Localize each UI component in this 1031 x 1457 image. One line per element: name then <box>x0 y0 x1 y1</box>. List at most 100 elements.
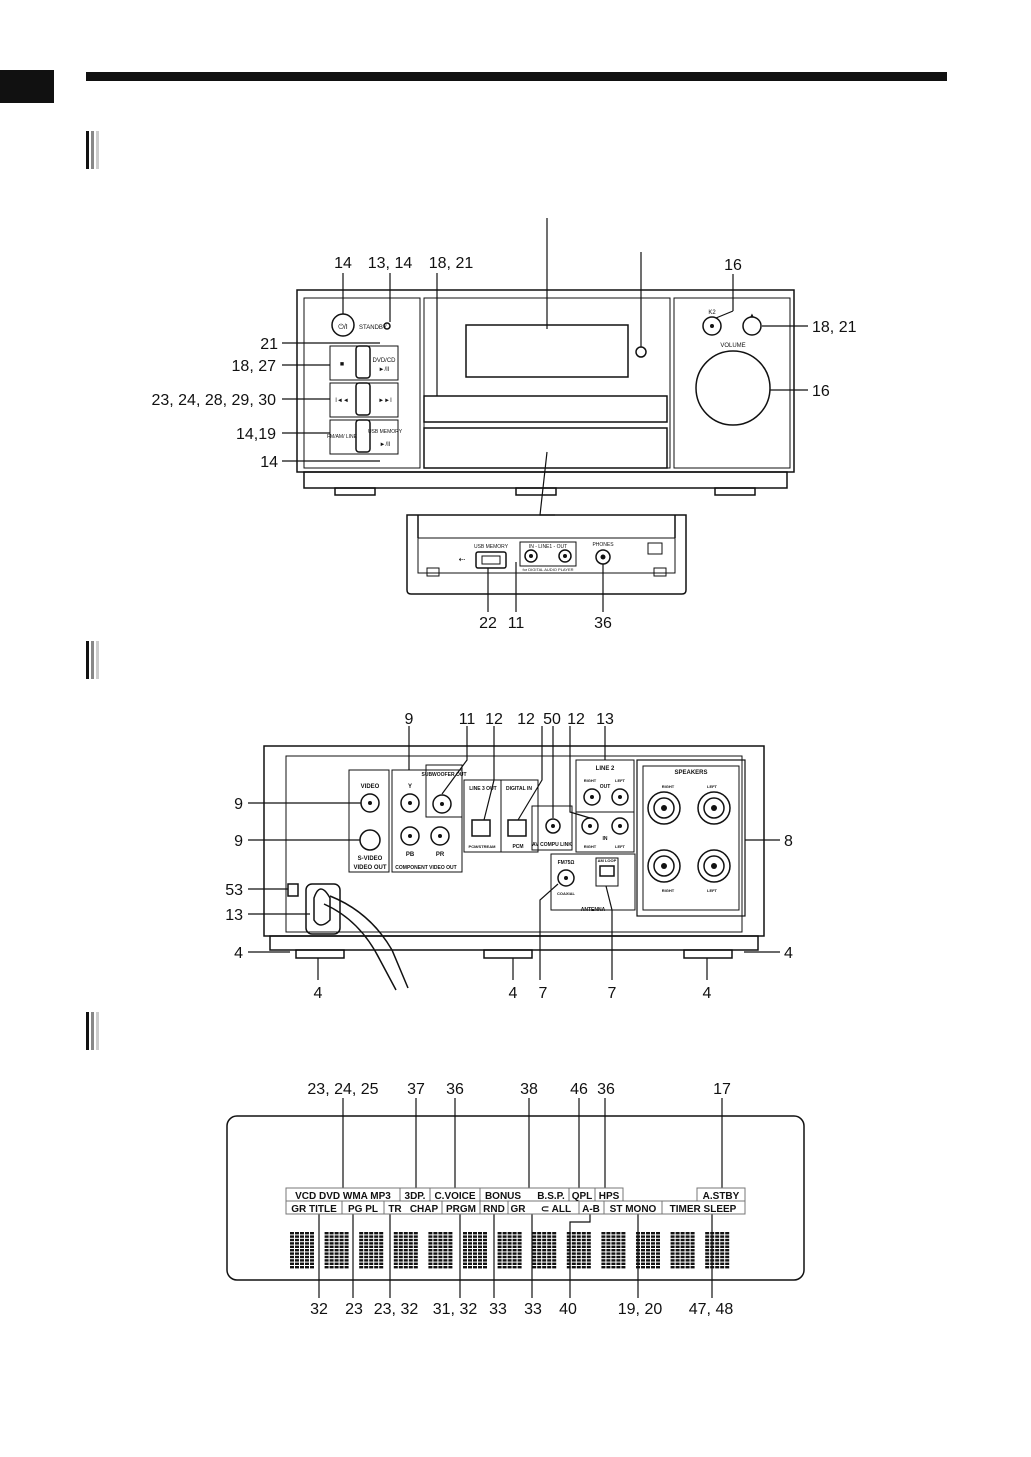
indicator-formats: VCD DVD WMA MP3 <box>295 1191 391 1202</box>
dot-matrix-cell <box>705 1232 730 1269</box>
indicator-cvoice: C.VOICE <box>434 1191 475 1202</box>
dvdcd-label: DVD/CD <box>372 358 396 364</box>
usb-memory-front-label: USB MEMORY <box>368 429 403 435</box>
callout-foot-1: 4 <box>314 985 323 1002</box>
callout-foot-2: 4 <box>509 985 518 1002</box>
page-corner-tab <box>0 70 54 103</box>
component-pr-jack <box>430 826 450 846</box>
fm75-label: FM75Ω <box>558 860 575 866</box>
callout-rnd: 33 <box>489 1301 507 1318</box>
next-symbol: ►►I <box>378 398 392 404</box>
indicator-qpl: QPL <box>572 1191 593 1202</box>
am-loop-terminal <box>599 865 615 877</box>
fm-antenna-jack <box>557 869 575 887</box>
indicator-a-b: A-B <box>582 1204 600 1215</box>
indicator-3dp: 3DP. <box>405 1191 426 1202</box>
y-label: Y <box>408 784 412 790</box>
skip-rocker <box>355 382 371 416</box>
volume-knob <box>695 350 771 426</box>
callout-fan: 53 <box>225 882 243 899</box>
pcm-stream-label: PCM/STREAM <box>469 844 497 849</box>
dot-matrix-cell <box>393 1232 418 1269</box>
dot-matrix-cell <box>324 1232 349 1269</box>
callout-subwoofer: 11 <box>459 711 476 728</box>
speaker-left-bottom-label: LEFT <box>707 888 718 893</box>
pcm-label: PCM <box>512 844 523 850</box>
volume-label: VOLUME <box>720 343 745 349</box>
callout-line2-out: 13 <box>596 711 614 728</box>
line2-label: LINE 2 <box>596 766 615 772</box>
indicator-chap: CHAP <box>410 1204 439 1215</box>
section-marker-display <box>86 1012 100 1050</box>
am-loop-label: AM LOOP <box>598 858 617 863</box>
dot-matrix-cell <box>463 1232 487 1269</box>
dot-matrix-cell <box>566 1232 591 1269</box>
dot-matrix-characters <box>290 1232 730 1269</box>
speaker-left-minus <box>697 849 731 883</box>
s-video-label: S-VIDEO <box>358 856 383 862</box>
callout-tr-chap: 23, 32 <box>374 1301 419 1318</box>
callout-k2: 16 <box>724 257 742 274</box>
subwoofer-out-jack <box>432 794 452 814</box>
callout-foot-3: 4 <box>703 985 712 1002</box>
indicator-gr: GR <box>511 1204 527 1215</box>
section-marker-front <box>86 131 100 169</box>
line3-digital-out <box>471 819 491 837</box>
line3-out-label: LINE 3 OUT <box>469 786 497 792</box>
indicator-st-mono: ST MONO <box>610 1204 657 1215</box>
usb-port <box>475 551 507 569</box>
callout-timer-sleep: 47, 48 <box>689 1301 734 1318</box>
callout-fm: 7 <box>539 985 548 1002</box>
stop-symbol: ■ <box>340 361 344 368</box>
callout-power: 14 <box>334 255 352 272</box>
callout-s-video: 9 <box>234 833 243 850</box>
callout-foot-left: 4 <box>234 945 243 962</box>
rear-panel-diagram: VIDEO S-VIDEO VIDEO OUT Y PB PR COMPONEN… <box>225 711 793 1002</box>
callout-line2-in: 12 <box>567 711 585 728</box>
callout-composite: 9 <box>234 796 243 813</box>
callout-st-mono: 19, 20 <box>618 1301 663 1318</box>
callout-astby: 17 <box>713 1081 731 1098</box>
component-label: COMPONENT VIDEO OUT <box>395 865 456 871</box>
speaker-right-plus <box>647 791 681 825</box>
dot-matrix-cell <box>532 1232 557 1269</box>
callout-a-b: 40 <box>559 1301 577 1318</box>
coaxial-label: COAXIAL <box>557 891 576 896</box>
header-rule <box>86 72 947 81</box>
remote-sensor <box>635 346 647 358</box>
dot-matrix-cell <box>497 1232 522 1269</box>
speaker-left-plus <box>697 791 731 825</box>
usb-memory-label: USB MEMORY <box>474 544 509 550</box>
k2-label: K2 <box>708 310 716 316</box>
standby-label: STANDBY <box>359 325 387 331</box>
front-cover-open-view <box>406 514 687 595</box>
callout-repeat: 33 <box>524 1301 542 1318</box>
component-y-jack <box>400 793 420 813</box>
callout-cvoice: 36 <box>446 1081 464 1098</box>
line2-in-left-label: LEFT <box>615 844 626 849</box>
video-out-label: VIDEO OUT <box>353 865 386 871</box>
indicator-repeat-all: ⊂ ALL <box>541 1204 571 1215</box>
callout-volume: 16 <box>812 383 830 400</box>
callout-source: 14,19 <box>236 426 276 443</box>
callout-power-cord: 13 <box>225 907 243 924</box>
dvdcd-play-symbol: ►/II <box>379 367 390 373</box>
speaker-right-minus <box>647 849 681 883</box>
line2-in-right-label: RIGHT <box>584 844 597 849</box>
prev-symbol: I◄◄ <box>335 398 349 404</box>
indicator-bonus: BONUS <box>485 1191 521 1202</box>
callout-pg-pl: 23 <box>345 1301 363 1318</box>
indicator-pg-pl: PG PL <box>348 1204 378 1215</box>
indicator-hps: HPS <box>599 1191 620 1202</box>
front-display-window <box>465 324 629 378</box>
s-video-jack <box>359 829 381 851</box>
pr-label: PR <box>436 852 445 858</box>
dot-matrix-cell <box>359 1232 384 1269</box>
usb-icon: ⇠ <box>459 555 466 564</box>
callout-line3: 12 <box>485 711 503 728</box>
callout-formats: 23, 24, 25 <box>307 1081 378 1098</box>
dot-matrix-cell <box>290 1232 314 1269</box>
k2-button <box>702 316 722 336</box>
callout-line1: 11 <box>508 615 525 632</box>
line2-left-label: LEFT <box>615 778 626 783</box>
